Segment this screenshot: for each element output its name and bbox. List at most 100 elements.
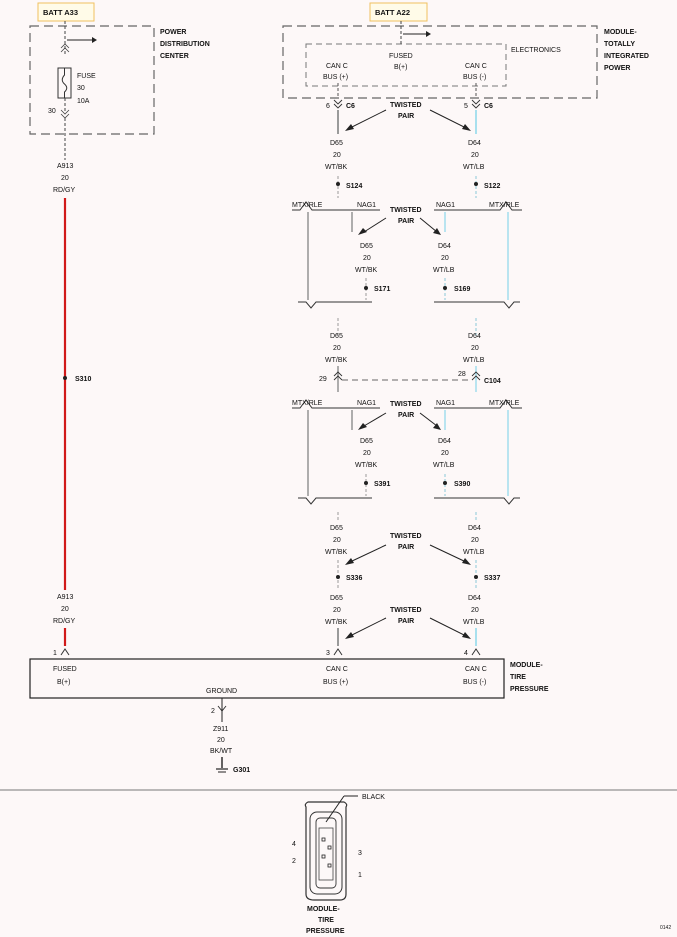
wire-a913-gauge-bottom: 20 (61, 606, 69, 613)
pdc-title-1: POWER (160, 29, 186, 36)
tpm-title-1: MODULE- (510, 662, 543, 669)
tipm-fused: FUSED (389, 53, 413, 60)
connector-title-1: MODULE- (307, 906, 340, 913)
splice-s391: S391 (374, 481, 390, 488)
tipm-canc-pos-bus: BUS (+) (323, 74, 348, 81)
tpm-title-2: TIRE (510, 674, 526, 681)
tpm-canc-pos-bus: BUS (+) (323, 679, 348, 686)
tpm-ground: GROUND (206, 688, 237, 695)
connector-title-3: PRESSURE (306, 928, 345, 935)
tpm-fused: FUSED (53, 666, 77, 673)
connector-pin-4 (321, 837, 326, 842)
wire-d65-color-4: WT/BK (355, 462, 377, 469)
can-bus-wires (336, 110, 478, 198)
wire-d65-code-4: D65 (360, 438, 373, 445)
tpm-pin-1: 1 (53, 650, 57, 657)
connector-pin-3 (327, 845, 332, 850)
tpm-canc-neg-bus: BUS (-) (463, 679, 486, 686)
fuse-number: 30 (77, 85, 85, 92)
tipm-canc-neg: CAN C (465, 63, 487, 70)
wire-d64-color-5: WT/LB (463, 549, 485, 556)
wire-z911-color: BK/WT (210, 748, 233, 755)
wire-d64-code-4: D64 (438, 438, 451, 445)
tipm-title-1: MODULE- (604, 29, 637, 36)
batt-a22-box (369, 2, 428, 22)
splice-s310-dot (63, 376, 67, 380)
tipm-electronics: ELECTRONICS (511, 47, 561, 54)
wire-d65-gauge-5: 20 (333, 537, 341, 544)
wire-d64-code-1: D64 (468, 140, 481, 147)
wire-a913-gauge-top: 20 (61, 175, 69, 182)
wire-a913-color-bottom: RD/GY (53, 618, 76, 625)
tipm-pin-6: 6 (326, 103, 330, 110)
page-code: 0142 (660, 925, 671, 931)
tipm-pin-5: 5 (464, 103, 468, 110)
tipm-title-2: TOTALLY (604, 41, 635, 48)
wire-d64-gauge-3: 20 (471, 345, 479, 352)
splice-s337: S337 (484, 575, 500, 582)
splice-s336: S336 (346, 575, 362, 582)
option-b-mtx-left: MTX/RLE (292, 400, 323, 407)
wire-d65-color-5: WT/BK (325, 549, 347, 556)
splice-s169: S169 (454, 286, 470, 293)
tpm-pin-2: 2 (211, 708, 215, 715)
wire-d64-color-1: WT/LB (463, 164, 485, 171)
twisted-pair-2: TWISTED (390, 207, 422, 214)
splice-s124: S124 (346, 183, 362, 190)
option-a-nag1-left: NAG1 (357, 202, 376, 209)
splice-s390: S390 (454, 481, 470, 488)
twisted-pair-1: TWISTED (390, 102, 422, 109)
wire-d64-color-3: WT/LB (463, 357, 485, 364)
wire-d64-color-6: WT/LB (463, 619, 485, 626)
wire-d65-code-6: D65 (330, 595, 343, 602)
wire-d64-color-4: WT/LB (433, 462, 455, 469)
batt-a22-label: BATT A22 (375, 8, 410, 17)
ground-icon (216, 768, 228, 773)
c104-pin-29: 29 (319, 376, 327, 383)
tipm-fused-b: B(+) (394, 64, 407, 71)
twisted-pair-5-b: PAIR (398, 618, 414, 625)
wire-d65-color-2: WT/BK (355, 267, 377, 274)
batt-a33-label: BATT A33 (43, 8, 78, 17)
tipm-canc-neg-bus: BUS (-) (463, 74, 486, 81)
splice-s171: S171 (374, 286, 390, 293)
twisted-pair-1-b: PAIR (398, 113, 414, 120)
wire-z911-gauge: 20 (217, 737, 225, 744)
wire-d65-gauge-4: 20 (363, 450, 371, 457)
tipm-conn-c6-right: C6 (484, 103, 493, 110)
totally-integrated-power-module: MODULE- TOTALLY INTEGRATED POWER ELECTRO… (282, 21, 649, 99)
tpm-connector-view (304, 795, 358, 901)
tpm-pin-3: 3 (326, 650, 330, 657)
twisted-pair-2-b: PAIR (398, 218, 414, 225)
wire-d64-color-2: WT/LB (433, 267, 455, 274)
wire-d65-code-3: D65 (330, 333, 343, 340)
twisted-pair-5: TWISTED (390, 607, 422, 614)
connector-label-3: 3 (358, 850, 362, 857)
wire-d65-code-1: D65 (330, 140, 343, 147)
connector-color: BLACK (362, 794, 385, 801)
c104-label: C104 (484, 378, 501, 385)
batt-a33-box (37, 2, 95, 22)
wire-d64-gauge-1: 20 (471, 152, 479, 159)
connector-label-2: 2 (292, 858, 296, 865)
option-b-mtx-right: MTX/RLE (489, 400, 520, 407)
wire-d64-code-3: D64 (468, 333, 481, 340)
power-distribution-center: POWER DISTRIBUTION CENTER FUSE 30 10A 30 (29, 21, 210, 135)
tpm-title-3: PRESSURE (510, 686, 549, 693)
pdc-pin: 30 (48, 108, 56, 115)
wire-d65-color-3: WT/BK (325, 357, 347, 364)
option-a-mtx-left: MTX/RLE (292, 202, 323, 209)
connector-c104 (333, 366, 481, 392)
splice-s122: S122 (484, 183, 500, 190)
wire-d65-gauge-6: 20 (333, 607, 341, 614)
wire-a913-color-top: RD/GY (53, 187, 76, 194)
twisted-pair-3: TWISTED (390, 401, 422, 408)
option-b-nag1-left: NAG1 (357, 400, 376, 407)
wire-d65-gauge-2: 20 (363, 255, 371, 262)
option-a-nag1-right: NAG1 (436, 202, 455, 209)
connector-pin-1 (327, 863, 332, 868)
wire-d65-color-6: WT/BK (325, 619, 347, 626)
tire-pressure-module: MODULE- TIRE PRESSURE FUSED B(+) CAN C B… (29, 658, 549, 699)
wire-d64-gauge-6: 20 (471, 607, 479, 614)
